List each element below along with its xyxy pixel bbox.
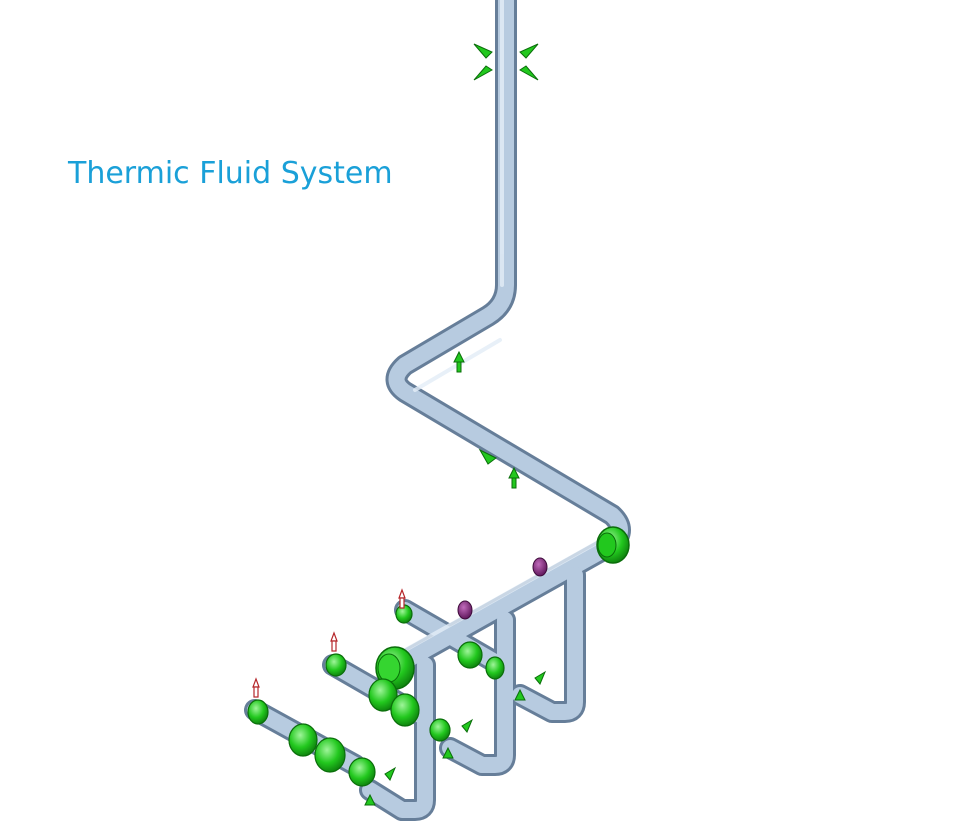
branch-valves bbox=[247, 604, 505, 787]
pipe-network bbox=[244, 0, 631, 821]
header-flanges bbox=[375, 526, 630, 690]
pipe-supports bbox=[364, 43, 547, 806]
spring-hangers bbox=[457, 557, 548, 620]
anchor-markers bbox=[252, 588, 406, 698]
diagram-title: Thermic Fluid System bbox=[68, 156, 393, 191]
